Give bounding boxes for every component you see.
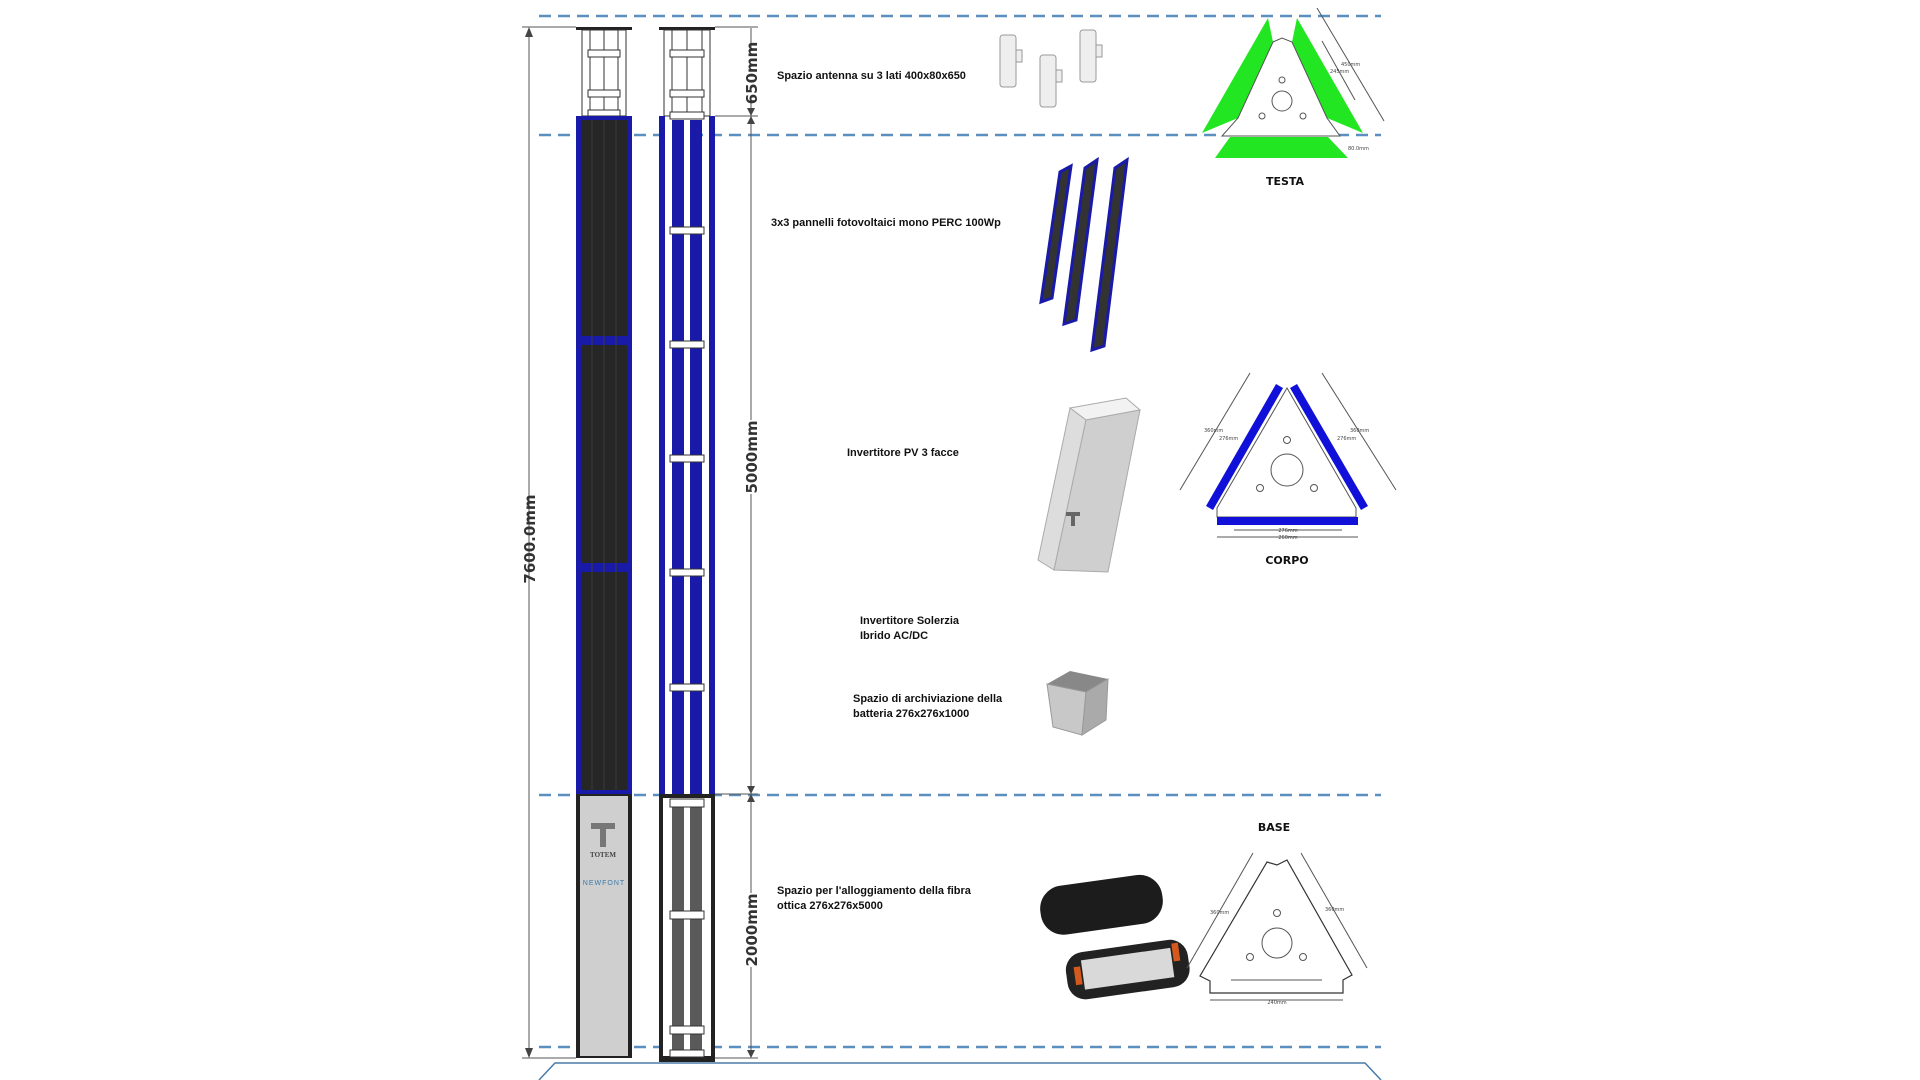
corpo-dim-360-right: 360mm (1350, 428, 1369, 434)
corpo-section-drawing: 360mm 276mm 360mm 276mm 276mm 260mm CORP… (1179, 372, 1397, 567)
inverter-hybrid-label-line2: Ibrido AC/DC (860, 630, 928, 642)
testa-title: TESTA (1266, 175, 1305, 188)
dimension-head-label: 650mm (743, 42, 761, 105)
battery-label-line1: Spazio di archiviazione della (853, 693, 1003, 705)
totem-internal-view (659, 27, 715, 1062)
newfont-logo-text: NEWFONT (583, 880, 625, 887)
corpo-dim-276-bottom: 276mm (1278, 528, 1297, 534)
testa-section-drawing: 450mm 245mm 80.0mm TESTA (1202, 7, 1385, 188)
panels-label: 3x3 pannelli fotovoltaici mono PERC 100W… (771, 217, 1001, 229)
corpo-dim-360-left: 360mm (1204, 428, 1223, 434)
antenna-label: Spazio antenna su 3 lati 400x80x650 (777, 70, 966, 82)
base-section-drawing: BASE 360mm 360mm 240mm (1186, 821, 1368, 1006)
inverter-box-icon (1037, 397, 1142, 573)
inverter-hybrid-label-line1: Invertitore Solerzia (860, 615, 960, 627)
totem-logo-text: TOTEM (590, 851, 616, 859)
fiber-label-line2: ottica 276x276x5000 (777, 900, 883, 912)
dimension-total: 7600.0mm (521, 26, 576, 1059)
base-dim-left: 360mm (1210, 910, 1229, 916)
corpo-title: CORPO (1265, 554, 1308, 567)
corpo-dim-260-bottom: 260mm (1278, 535, 1297, 541)
solar-panels-icon (1039, 156, 1129, 353)
dimension-base-label: 2000mm (743, 893, 761, 966)
inverter-pv-label: Invertitore PV 3 facce (847, 447, 959, 459)
dimension-total-label: 7600.0mm (521, 494, 539, 583)
corpo-dim-276-left: 276mm (1219, 436, 1238, 442)
testa-dim-245: 245mm (1330, 69, 1349, 75)
base-title: BASE (1258, 821, 1290, 834)
antenna-icon (999, 29, 1103, 108)
ground-line (538, 1062, 1382, 1080)
battery-space-icon (1046, 671, 1109, 736)
totem-logo-icon (591, 823, 615, 847)
fiber-closure-icon (1040, 874, 1190, 1000)
fiber-label-line1: Spazio per l'alloggiamento della fibra (777, 885, 972, 897)
totem-external-view: TOTEM NEWFONT (576, 27, 632, 1058)
base-dim-bottom: 240mm (1267, 1000, 1286, 1006)
base-dim-right: 360mm (1325, 907, 1344, 913)
corpo-dim-276-right: 276mm (1337, 436, 1356, 442)
testa-dim-450: 450mm (1341, 62, 1360, 68)
testa-dim-80: 80.0mm (1348, 146, 1369, 152)
battery-label-line2: batteria 276x276x1000 (853, 708, 969, 720)
dimension-body-label: 5000mm (743, 420, 761, 493)
dimension-sections: 650mm 5000mm 2000mm (715, 26, 761, 1059)
